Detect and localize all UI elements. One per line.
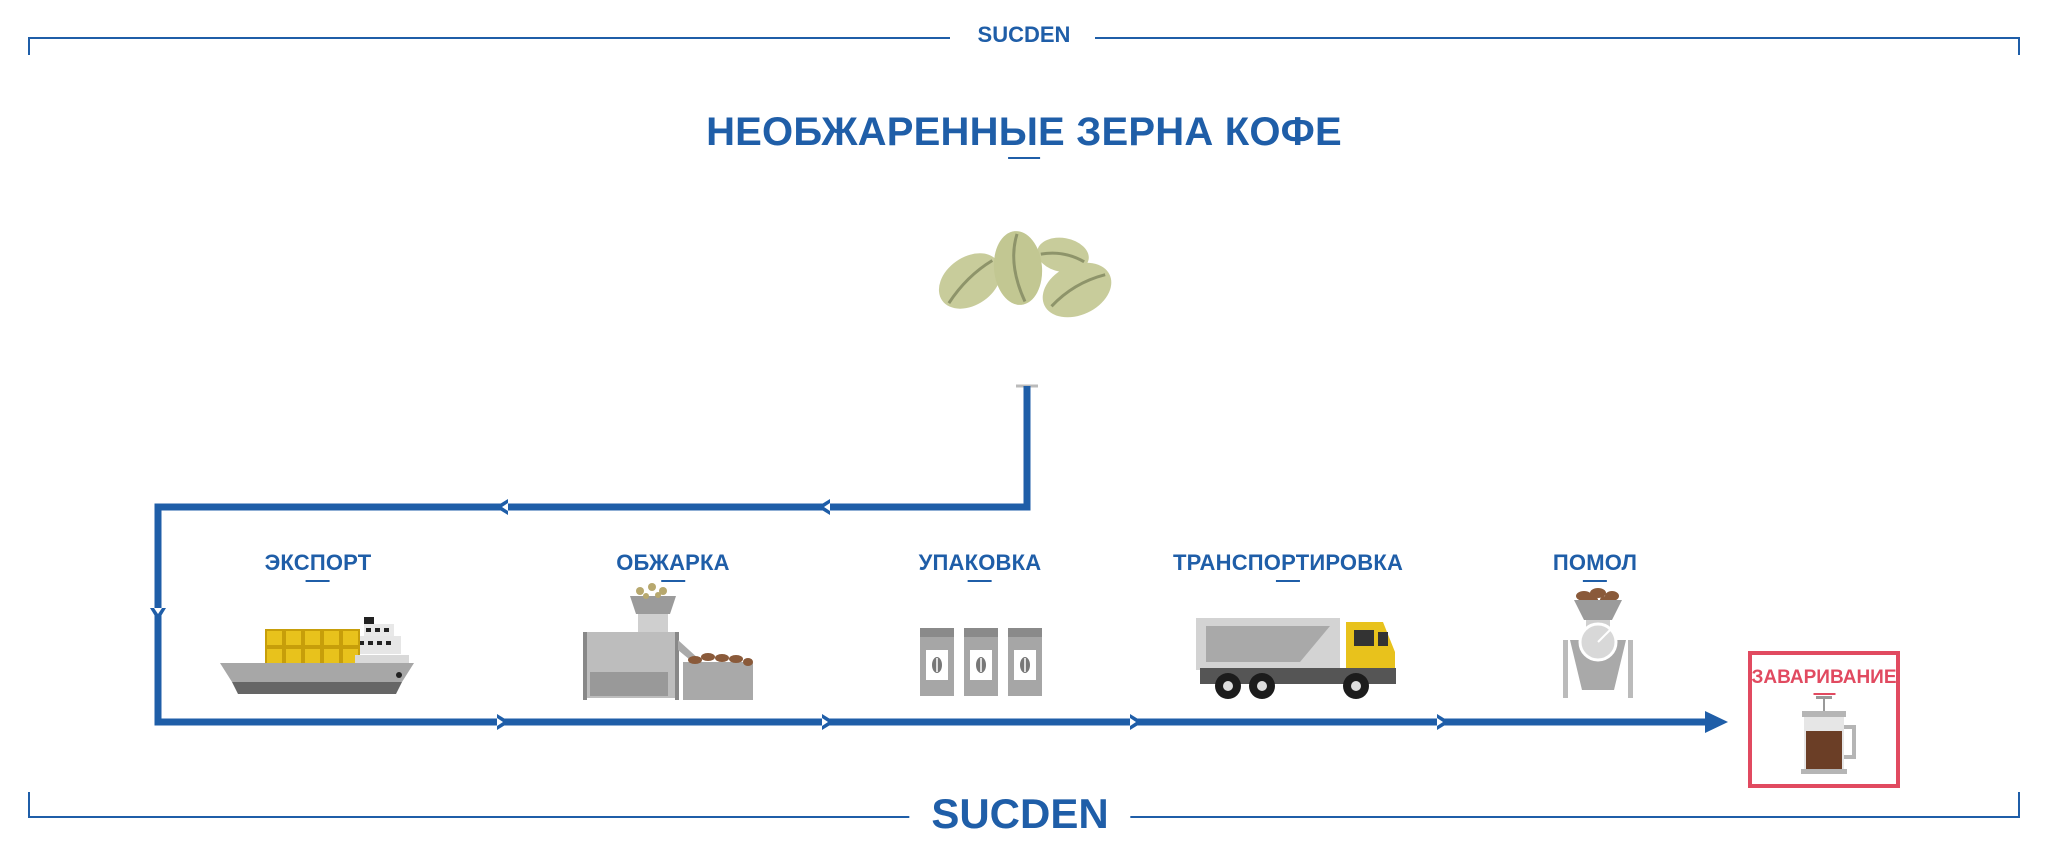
brand-logo-top: SUCDEN — [953, 22, 1095, 48]
flow-end-arrow — [1705, 711, 1728, 733]
top-frame — [28, 37, 2020, 55]
truck-icon — [1196, 618, 1396, 699]
flow-path — [150, 384, 1728, 733]
step-label-export: ЭКСПОРТ — [265, 550, 372, 582]
step-label-transport: ТРАНСПОРТИРОВКА — [1173, 550, 1403, 582]
step-label-packaging: УПАКОВКА — [919, 550, 1042, 582]
step-label-brewing: ЗАВАРИВАНИЕ — [1752, 667, 1897, 695]
bottom-frame — [28, 792, 2020, 818]
coffee-bags-icon — [920, 628, 1042, 696]
step-label-grinding: ПОМОЛ — [1553, 550, 1637, 582]
french-press-icon — [1801, 696, 1856, 774]
roasting-machine-icon — [583, 583, 753, 700]
step-label-roasting: ОБЖАРКА — [616, 550, 730, 582]
green-coffee-beans-icon — [938, 231, 1112, 318]
cargo-ship-icon — [220, 617, 414, 694]
grinder-icon — [1563, 588, 1633, 698]
brewing-step-box: ЗАВАРИВАНИЕ — [1748, 651, 1900, 788]
page-title: НЕОБЖАРЕННЫЕ ЗЕРНА КОФЕ — [706, 110, 1342, 159]
brand-logo-bottom: SUCDEN — [909, 790, 1131, 838]
